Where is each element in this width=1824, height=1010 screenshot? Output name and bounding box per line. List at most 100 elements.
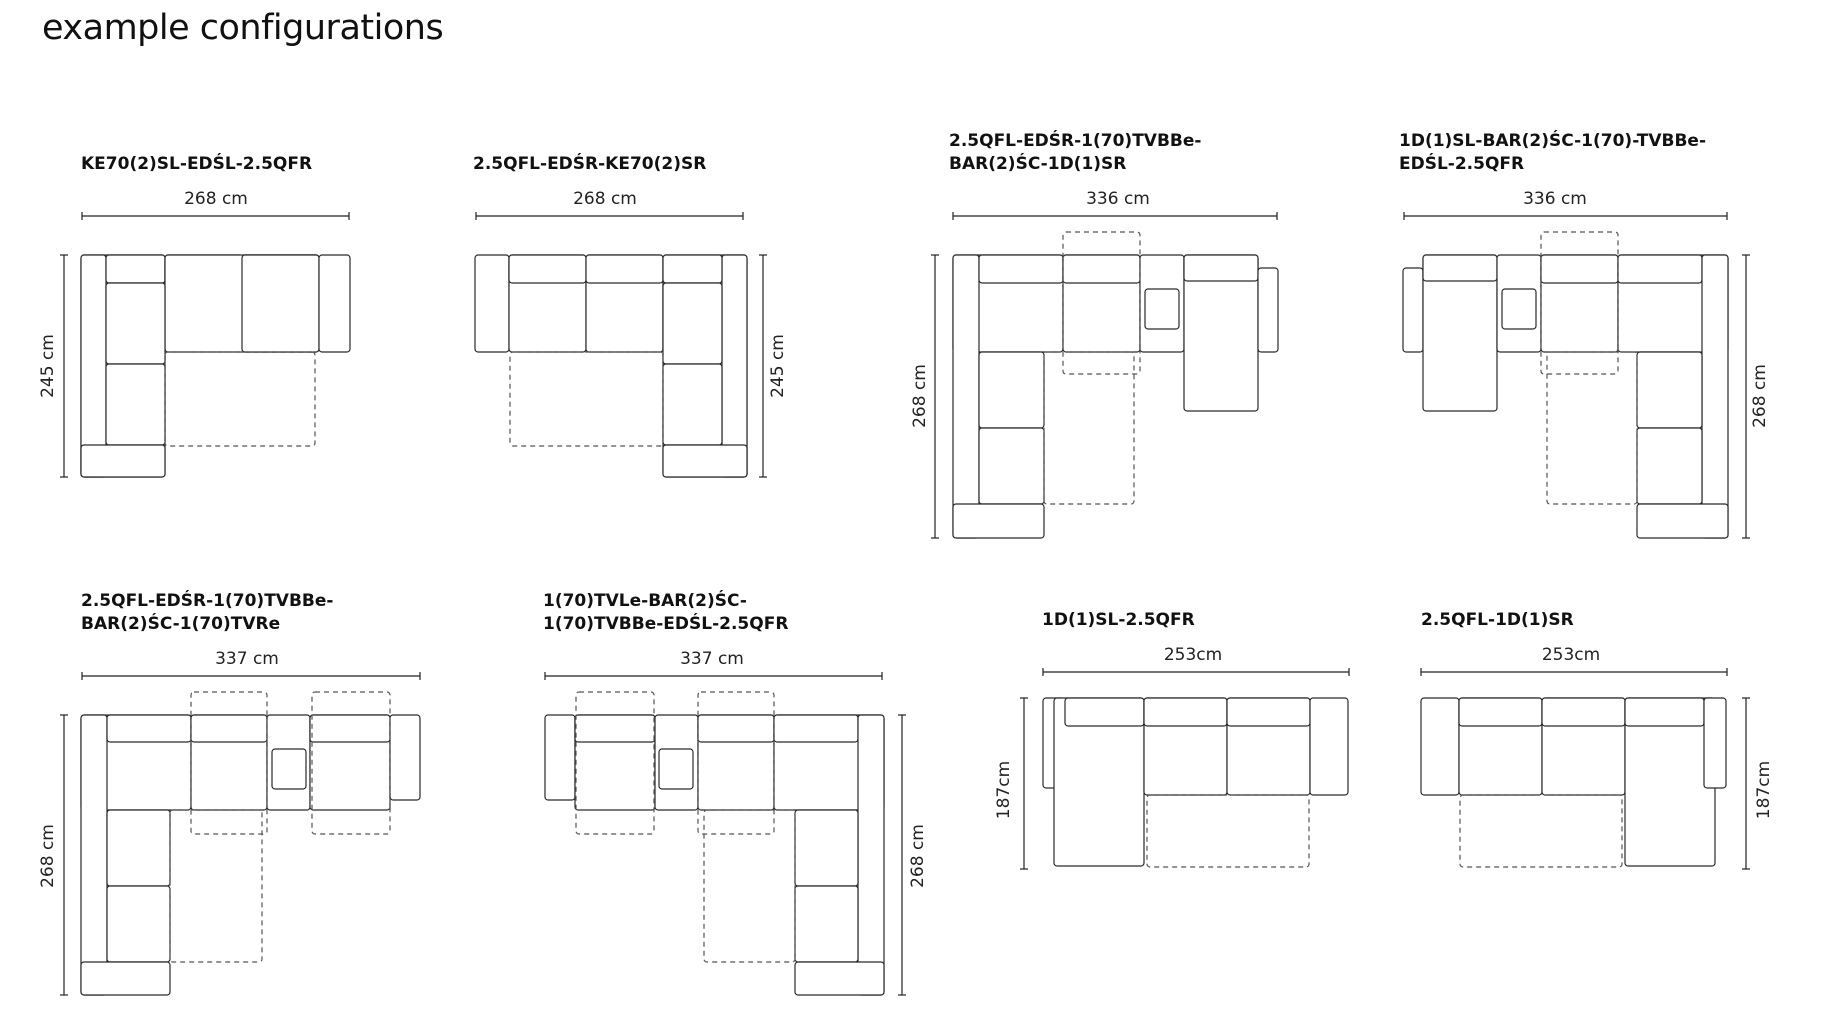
- open-area-outline: [703, 809, 796, 963]
- backrest: [190, 714, 268, 743]
- armrest: [544, 714, 576, 801]
- config-4-name-line-1: 1D(1)SL-BAR(2)ŚC-1(70)-TVBBe-: [1399, 131, 1707, 151]
- backrest: [1422, 254, 1498, 282]
- seat-module: [105, 282, 166, 365]
- backrest: [585, 254, 664, 284]
- config-3-name: 2.5QFL-EDŚR-1(70)TVBBe- BAR(2)ŚC-1D(1)SR: [949, 130, 1201, 176]
- config-3-name-line-2: BAR(2)ŚC-1D(1)SR: [949, 154, 1127, 174]
- config-5-width-label: 337 cm: [215, 649, 279, 669]
- open-area-outline: [509, 351, 664, 447]
- config-5-name-line-2: BAR(2)ŚC-1(70)TVRe: [81, 614, 281, 634]
- open-area-outline: [575, 691, 655, 835]
- armrest: [1636, 503, 1729, 539]
- config-7-width-label: 253cm: [1163, 645, 1223, 665]
- config-1-name: KE70(2)SL-EDŚL-2.5QFR: [81, 153, 312, 176]
- seat-module: [106, 885, 171, 963]
- armrest: [80, 961, 171, 996]
- backrest: [1617, 254, 1703, 284]
- bar-tray: [658, 748, 694, 790]
- armrest: [474, 254, 510, 353]
- backrest: [1183, 254, 1259, 282]
- backrest: [1541, 697, 1626, 727]
- bar-tray: [1144, 288, 1180, 330]
- backrest: [1458, 697, 1543, 727]
- config-8-width-label: 253cm: [1541, 645, 1601, 665]
- backrest: [773, 714, 859, 743]
- backrest: [952, 254, 980, 539]
- page-title: example configurations: [42, 8, 444, 48]
- armrest: [794, 961, 885, 996]
- config-6-width-label: 337 cm: [680, 649, 744, 669]
- armrest: [80, 444, 166, 478]
- armrest: [662, 444, 748, 478]
- backrest: [1701, 254, 1729, 539]
- backrest: [105, 254, 166, 284]
- armrest: [1257, 267, 1279, 353]
- open-area-outline: [1546, 351, 1638, 505]
- seat-module: [1636, 427, 1703, 505]
- open-area-outline: [169, 809, 263, 963]
- backrest: [80, 714, 108, 996]
- config-8-name-line-1: 2.5QFL-1D(1)SR: [1421, 610, 1574, 630]
- config-6-name: 1(70)TVLe-BAR(2)ŚC- 1(70)TVBBe-EDŚL-2.5Q…: [543, 590, 788, 636]
- backrest: [106, 714, 192, 743]
- config-6-name-line-1: 1(70)TVLe-BAR(2)ŚC-: [543, 591, 747, 611]
- open-area-outline: [1459, 794, 1623, 868]
- bar-tray: [271, 748, 307, 790]
- backrest: [1064, 697, 1145, 727]
- seat-module: [241, 254, 320, 353]
- backrest: [1226, 697, 1311, 727]
- armrest: [1703, 697, 1727, 789]
- armrest: [1402, 267, 1424, 353]
- backrest: [80, 254, 107, 478]
- config-2-name-line-1: 2.5QFL-EDŚR-KE70(2)SR: [473, 154, 707, 174]
- seat-module: [978, 351, 1045, 429]
- open-area-outline: [1043, 351, 1135, 505]
- armrest: [389, 714, 421, 801]
- seat-module: [105, 363, 166, 446]
- armrest: [952, 503, 1045, 539]
- seat-module: [662, 282, 723, 365]
- seat-module: [794, 809, 859, 887]
- open-area-outline: [164, 351, 316, 447]
- open-area-outline: [1146, 794, 1310, 868]
- open-area-outline: [311, 691, 391, 835]
- config-5-name: 2.5QFL-EDŚR-1(70)TVBBe- BAR(2)ŚC-1(70)TV…: [81, 590, 333, 636]
- seat-module: [978, 427, 1045, 505]
- config-3-name-line-1: 2.5QFL-EDŚR-1(70)TVBBe-: [949, 131, 1202, 151]
- backrest: [978, 254, 1064, 284]
- config-6-name-line-2: 1(70)TVBBe-EDŚL-2.5QFR: [543, 614, 789, 634]
- seat-module: [794, 885, 859, 963]
- config-8-name: 2.5QFL-1D(1)SR: [1421, 609, 1574, 632]
- backrest: [662, 254, 723, 284]
- config-4-width-label: 336 cm: [1523, 189, 1587, 209]
- config-4-name-line-2: EDŚL-2.5QFR: [1399, 154, 1525, 174]
- config-7-name: 1D(1)SL-2.5QFR: [1042, 609, 1195, 632]
- backrest: [857, 714, 885, 996]
- config-2-width-label: 268 cm: [573, 189, 637, 209]
- backrest: [1062, 254, 1141, 284]
- seat-module: [106, 809, 171, 887]
- armrest: [1420, 697, 1460, 796]
- backrest: [1143, 697, 1228, 727]
- seat-module: [1636, 351, 1703, 429]
- config-1-width-label: 268 cm: [184, 189, 248, 209]
- backrest: [697, 714, 775, 743]
- seat-module: [662, 363, 723, 446]
- config-3-width-label: 336 cm: [1086, 189, 1150, 209]
- config-2-name: 2.5QFL-EDŚR-KE70(2)SR: [473, 153, 706, 176]
- backrest: [1624, 697, 1705, 727]
- backrest: [574, 714, 656, 743]
- config-7-name-line-1: 1D(1)SL-2.5QFR: [1042, 610, 1195, 630]
- config-4-name: 1D(1)SL-BAR(2)ŚC-1(70)-TVBBe- EDŚL-2.5QF…: [1399, 130, 1706, 176]
- backrest: [1540, 254, 1619, 284]
- bar-tray: [1501, 288, 1537, 330]
- config-5-name-line-1: 2.5QFL-EDŚR-1(70)TVBBe-: [81, 591, 334, 611]
- backrest: [508, 254, 587, 284]
- backrest: [309, 714, 391, 743]
- armrest: [1309, 697, 1349, 796]
- armrest: [318, 254, 351, 353]
- backrest: [721, 254, 748, 478]
- config-1-name-line-1: KE70(2)SL-EDŚL-2.5QFR: [81, 154, 313, 174]
